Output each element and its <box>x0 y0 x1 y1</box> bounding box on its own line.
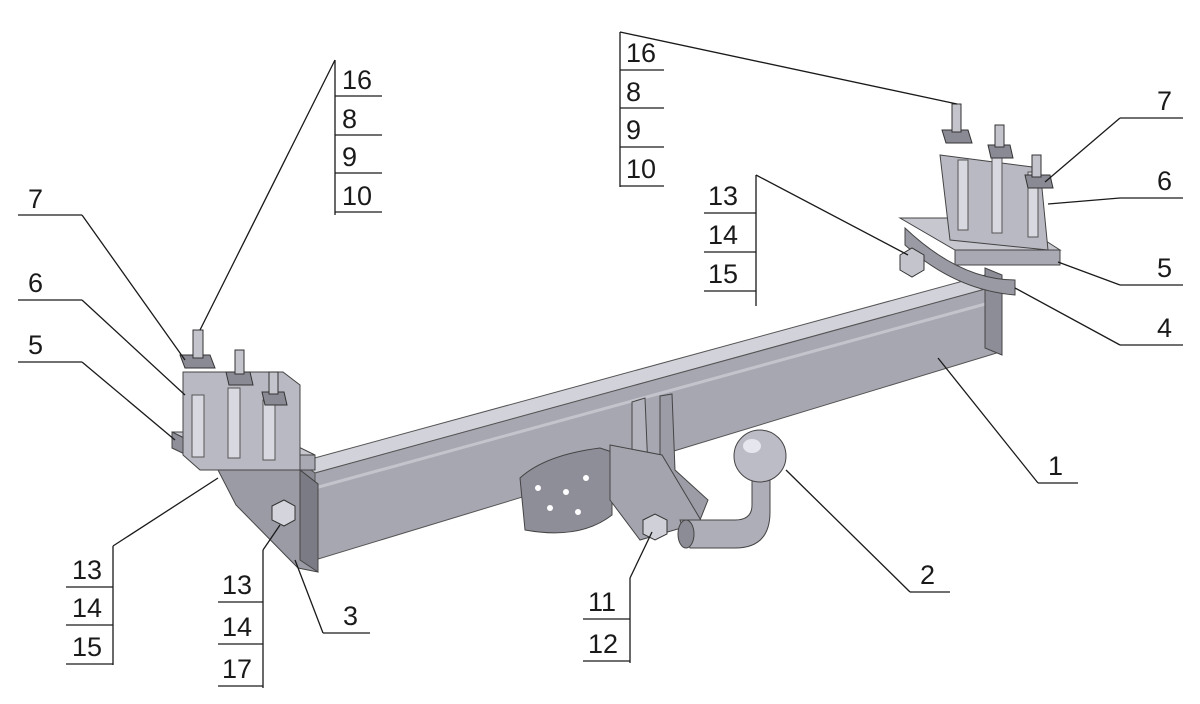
label-bottom-mid-14: 14 <box>222 612 252 642</box>
right-mounting-bracket <box>898 103 1062 296</box>
label-top-right-16: 16 <box>626 38 656 68</box>
label-bottom-mid-13: 13 <box>222 570 252 600</box>
label-part-2: 2 <box>920 560 935 590</box>
label-right-4: 4 <box>1157 313 1172 343</box>
label-top-left-10: 10 <box>342 181 372 211</box>
label-right-5: 5 <box>1157 253 1172 283</box>
label-right-mid-15: 15 <box>708 259 738 289</box>
label-top-left-16: 16 <box>342 65 372 95</box>
tow-hitch-illustration <box>171 103 1062 573</box>
hitch-bracket <box>609 393 709 541</box>
socket-mounting-plate <box>519 447 613 534</box>
label-bottom-left-13: 13 <box>72 555 102 585</box>
callout-labels: 16 8 9 10 16 8 9 10 13 14 15 7 6 5 7 6 5… <box>28 38 1172 684</box>
label-top-left-9: 9 <box>342 142 357 172</box>
label-part-3: 3 <box>343 601 358 631</box>
label-right-mid-14: 14 <box>708 220 738 250</box>
label-bottom-12: 12 <box>588 629 618 659</box>
label-left-5: 5 <box>28 330 43 360</box>
label-part-1: 1 <box>1048 451 1063 481</box>
label-right-6: 6 <box>1157 166 1172 196</box>
label-bottom-left-15: 15 <box>72 632 102 662</box>
left-bolt-head <box>271 499 296 527</box>
label-left-6: 6 <box>28 268 43 298</box>
label-right-mid-13: 13 <box>708 181 738 211</box>
label-top-right-8: 8 <box>626 77 641 107</box>
label-top-left-8: 8 <box>342 104 357 134</box>
label-left-7: 7 <box>28 184 43 214</box>
label-top-right-10: 10 <box>626 154 656 184</box>
label-bottom-mid-17: 17 <box>222 654 252 684</box>
label-right-7: 7 <box>1157 86 1172 116</box>
label-bottom-left-14: 14 <box>72 593 102 623</box>
leader-lines <box>18 31 1183 688</box>
label-top-right-9: 9 <box>626 115 641 145</box>
tow-ball <box>677 429 787 549</box>
label-bottom-11: 11 <box>588 587 616 617</box>
left-mounting-bracket <box>171 329 316 471</box>
